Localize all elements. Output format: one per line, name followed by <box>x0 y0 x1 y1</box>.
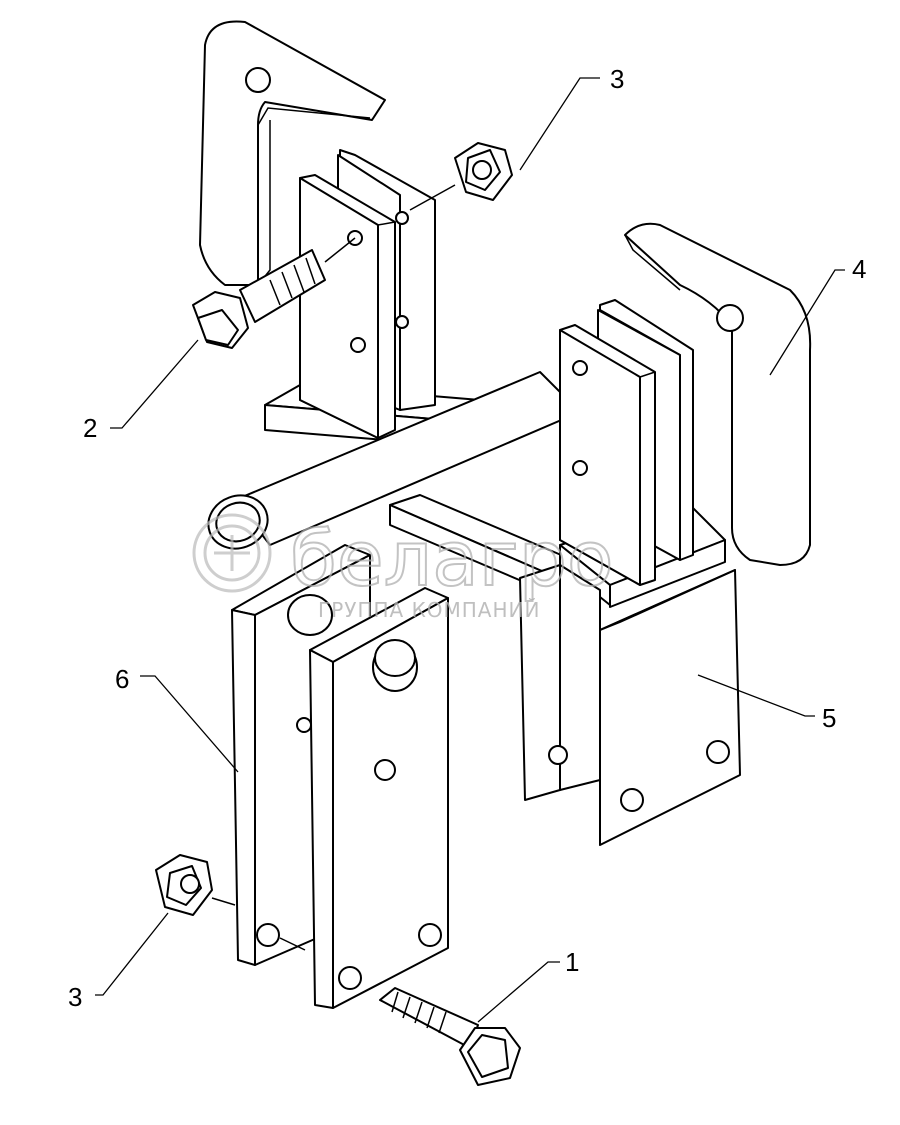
leader-2 <box>110 339 199 429</box>
leader-3-top <box>519 77 600 171</box>
lower-plates <box>231 544 449 1009</box>
watermark: белагро ГРУППА КОМПАНИЙ <box>192 513 614 622</box>
callout-2: 2 <box>83 413 97 443</box>
watermark-logo <box>192 513 272 593</box>
callout-5: 5 <box>822 703 836 733</box>
leader-lines <box>95 77 845 1023</box>
bolt-lower <box>379 987 521 1086</box>
callout-3-bottom: 3 <box>68 982 82 1012</box>
nut-lower <box>155 854 306 951</box>
right-bracket <box>559 299 726 608</box>
hook-plate-right <box>624 222 812 566</box>
leader-4 <box>769 269 845 376</box>
bolt-upper <box>192 237 356 349</box>
callout-4: 4 <box>852 254 866 284</box>
hook-plate-upper <box>199 20 386 286</box>
callouts: 3 2 4 5 6 3 1 <box>68 64 866 1012</box>
watermark-brand: белагро <box>290 514 613 603</box>
lower-block <box>519 564 741 846</box>
leader-6 <box>140 675 239 773</box>
watermark-subtitle: ГРУППА КОМПАНИЙ <box>318 598 540 622</box>
callout-6: 6 <box>115 664 129 694</box>
leader-1 <box>477 961 560 1023</box>
nut-upper <box>409 142 513 211</box>
callout-1: 1 <box>565 947 579 977</box>
leader-5 <box>697 674 815 717</box>
callout-3-top: 3 <box>610 64 624 94</box>
leader-3-bottom <box>95 912 169 996</box>
